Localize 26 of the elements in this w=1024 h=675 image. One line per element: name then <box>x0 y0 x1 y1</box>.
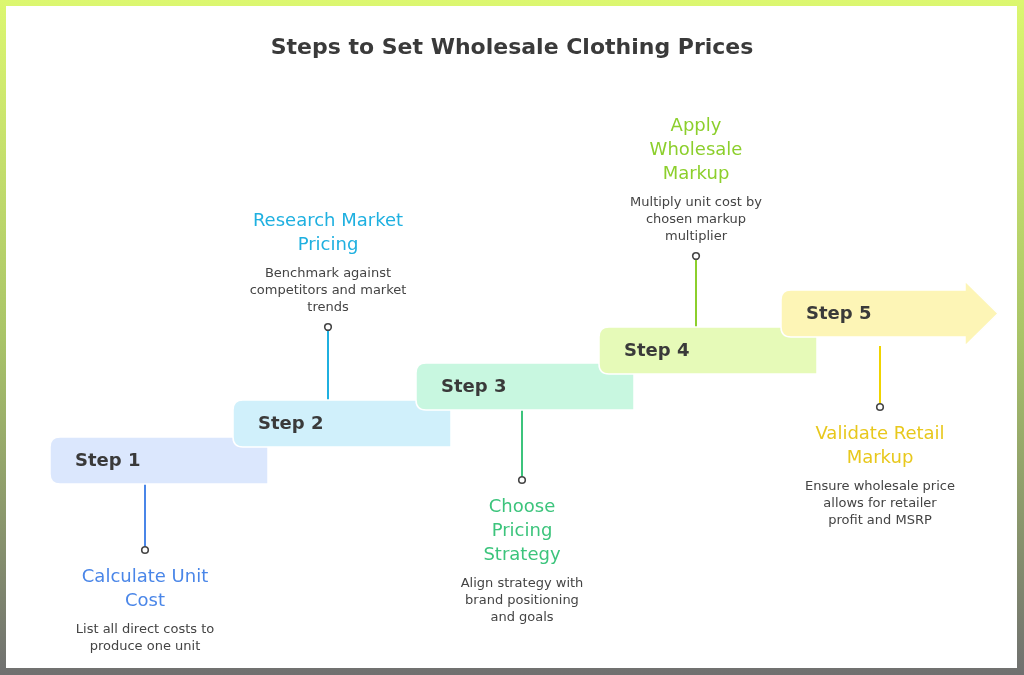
step-description: Benchmark against competitors and market trends <box>248 264 408 315</box>
step-label: Step 3 <box>441 375 507 396</box>
step-arrow <box>781 281 998 346</box>
step-heading: Research Market Pricing <box>251 208 405 256</box>
step-label: Step 1 <box>75 449 141 470</box>
step-band <box>416 363 634 410</box>
step-heading: Calculate Unit Cost <box>80 564 210 612</box>
step-description: List all direct costs to produce one unit <box>74 620 216 654</box>
step-label: Step 2 <box>258 412 324 433</box>
leader-line <box>140 483 150 555</box>
step-heading: Validate Retail Markup <box>814 421 946 469</box>
step-band <box>50 437 268 484</box>
leader-line <box>875 345 885 412</box>
step-heading: Choose Pricing Strategy <box>482 494 562 566</box>
step-label: Step 4 <box>624 339 690 360</box>
step-heading: Apply Wholesale Markup <box>648 113 744 185</box>
step-band <box>233 400 451 447</box>
step-description: Ensure wholesale price allows for retailer profit and MSRP <box>805 477 955 528</box>
diagram-title: Steps to Set Wholesale Clothing Prices <box>269 34 755 59</box>
leader-line <box>517 409 527 485</box>
step-band <box>599 327 817 374</box>
step-description: Multiply unit cost by chosen markup multiplier <box>629 193 763 244</box>
leader-line <box>323 322 333 401</box>
leader-line <box>691 251 701 328</box>
step-description: Align strategy with brand positioning and goals <box>459 574 585 625</box>
step-label: Step 5 <box>806 302 872 323</box>
